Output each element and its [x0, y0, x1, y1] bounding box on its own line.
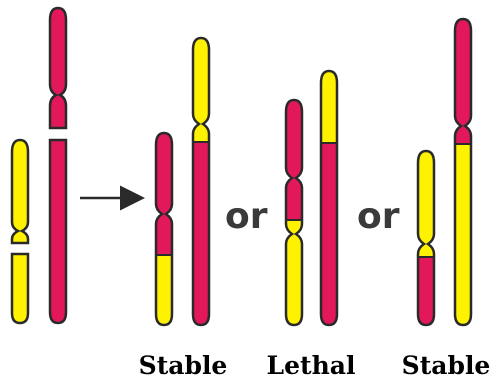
original-chromosomes	[12, 8, 66, 323]
outcome-3-tall-chromosome-yellow-part	[455, 144, 471, 325]
outcome-label-1: Stable	[139, 351, 228, 380]
or-connector-2: or	[357, 196, 400, 237]
outcome-label-3: Stable	[402, 351, 491, 380]
outcome-label-2: Lethal	[267, 351, 356, 380]
outcome-1-tall-chromosome-magenta-part	[193, 142, 209, 325]
original-yellow-chromosome-upper	[12, 140, 28, 243]
outcome-2-tall-chromosome-magenta-part	[321, 143, 337, 325]
original-yellow-chromosome-lower	[12, 254, 28, 323]
outcome-2-chromosomes	[286, 71, 337, 325]
outcome-1-chromosomes	[156, 38, 209, 325]
outcome-3-tall-chromosome-magenta-part	[455, 19, 471, 144]
outcome-2-tall-chromosome-yellow-part	[321, 71, 337, 143]
outcome-1-short-chromosome-magenta-part	[156, 133, 172, 255]
outcome-1-short-chromosome-yellow-part	[156, 255, 172, 325]
original-magenta-chromosome-lower	[50, 140, 66, 323]
original-magenta-chromosome-upper	[50, 8, 66, 128]
outcome-3-chromosomes	[418, 19, 471, 325]
or-connector-1: or	[225, 196, 268, 237]
outcome-3-short-chromosome-magenta-part	[418, 257, 434, 325]
outcome-2-short-chromosome-magenta-part	[286, 100, 302, 220]
